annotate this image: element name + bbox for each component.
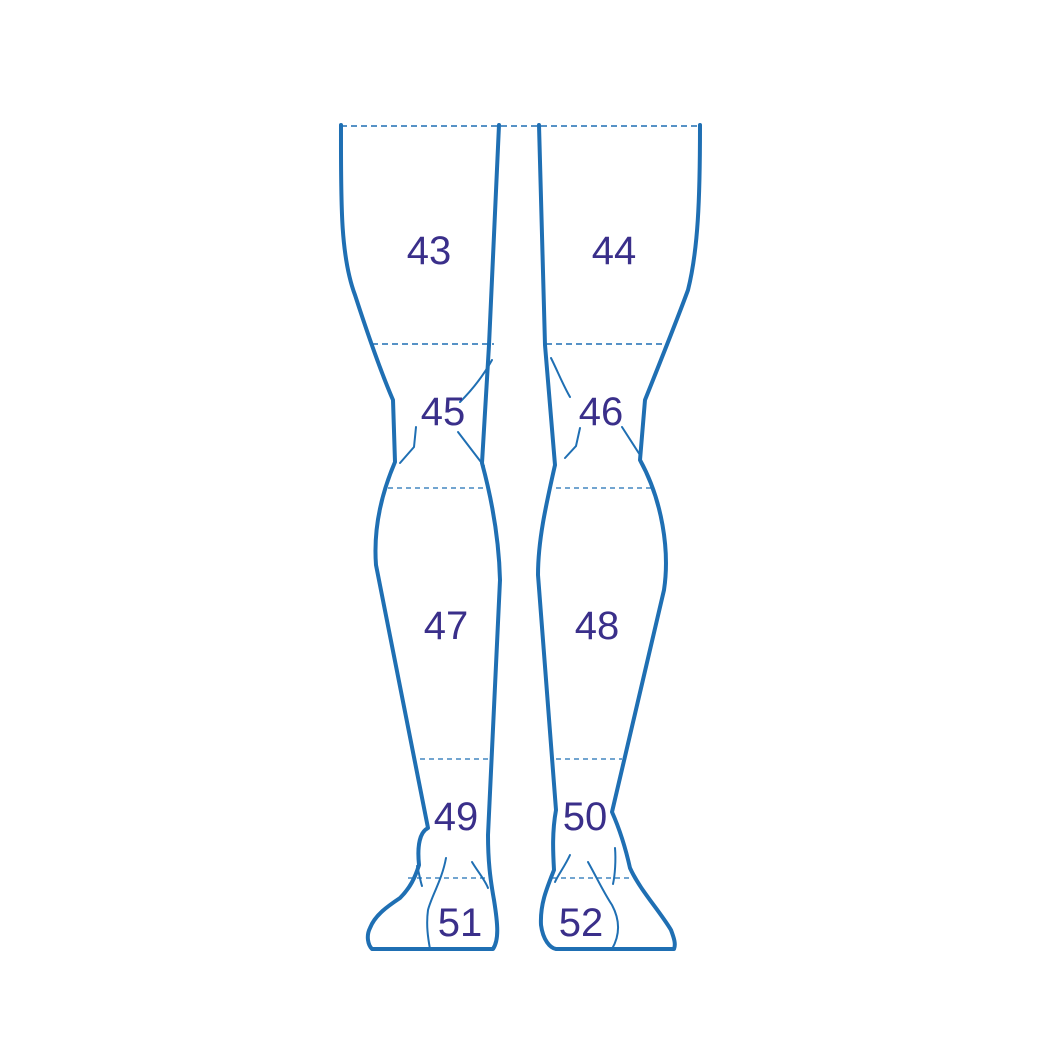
zone-label-45: 45	[421, 390, 466, 434]
zone-label-46: 46	[579, 390, 624, 434]
zone-label-43: 43	[407, 229, 452, 273]
left-knee-inner-line	[459, 359, 493, 403]
left-foot-inner-line	[426, 857, 447, 950]
right-foot-inner-line	[612, 847, 617, 885]
right-leg-outline	[536, 123, 702, 951]
zone-label-47: 47	[424, 604, 469, 648]
zone-label-52: 52	[559, 901, 604, 945]
zone-label-51: 51	[438, 901, 483, 945]
left-knee-inner-line	[457, 431, 485, 467]
zone-label-48: 48	[575, 604, 620, 648]
left-knee-inner-line	[399, 426, 417, 464]
zone-label-49: 49	[434, 795, 479, 839]
left-foot-inner-line	[471, 861, 489, 889]
right-knee-inner-line	[564, 427, 581, 459]
left-foot-inner-line	[416, 865, 423, 887]
right-knee-inner-line	[621, 426, 641, 456]
left-leg-outline	[338, 123, 502, 951]
right-knee-inner-line	[550, 357, 571, 398]
zone-label-44: 44	[592, 229, 637, 273]
zone-label-50: 50	[563, 795, 608, 839]
right-foot-inner-line	[554, 854, 571, 883]
right-foot-inner-line	[587, 861, 619, 950]
